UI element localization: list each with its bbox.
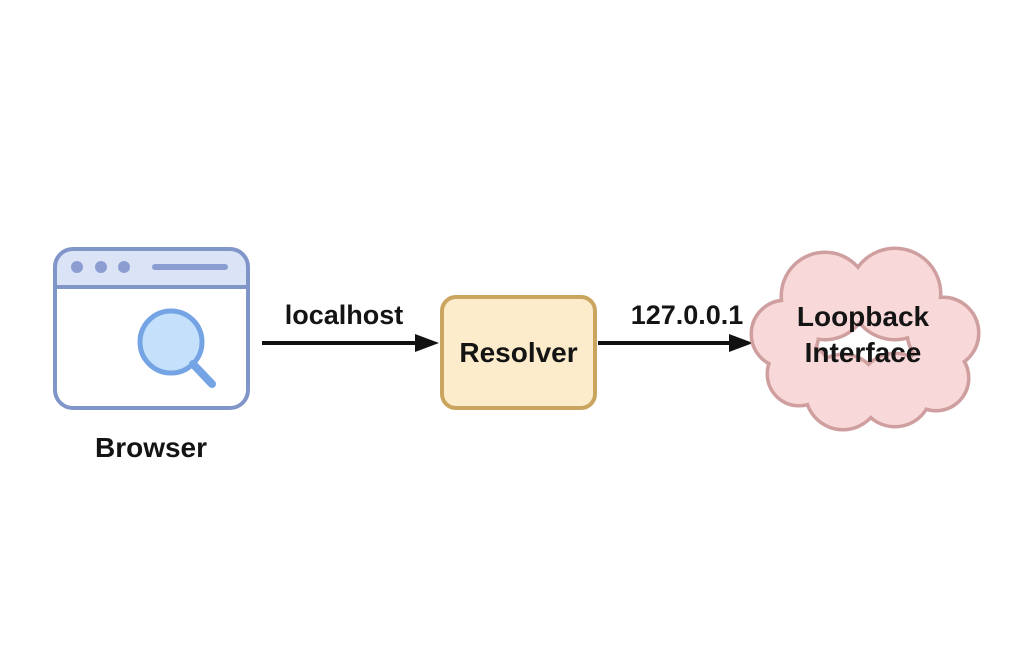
node-resolver: Resolver <box>440 295 597 410</box>
node-resolver-label: Resolver <box>459 336 578 368</box>
edge-arrow-localhost <box>262 334 439 352</box>
browser-window-icon <box>53 247 250 410</box>
search-icon <box>137 308 216 388</box>
node-browser-label: Browser <box>94 432 208 463</box>
node-loopback-label: Loopback Interface <box>763 299 963 371</box>
browser-header-bar <box>55 249 248 287</box>
node-loopback-label-line2: Interface <box>804 337 922 368</box>
arrowhead-icon <box>415 334 439 352</box>
browser-window-dots-icon <box>71 261 130 273</box>
edge-localhost-label: localhost <box>284 300 404 330</box>
cloud-icon <box>749 246 981 432</box>
edge-arrow-127-0-0-1 <box>598 334 753 352</box>
node-loopback-label-line1: Loopback <box>796 301 930 332</box>
arrowhead-icon <box>729 334 753 352</box>
browser-window-frame <box>53 247 250 410</box>
edge-ip-label: 127.0.0.1 <box>630 300 744 330</box>
